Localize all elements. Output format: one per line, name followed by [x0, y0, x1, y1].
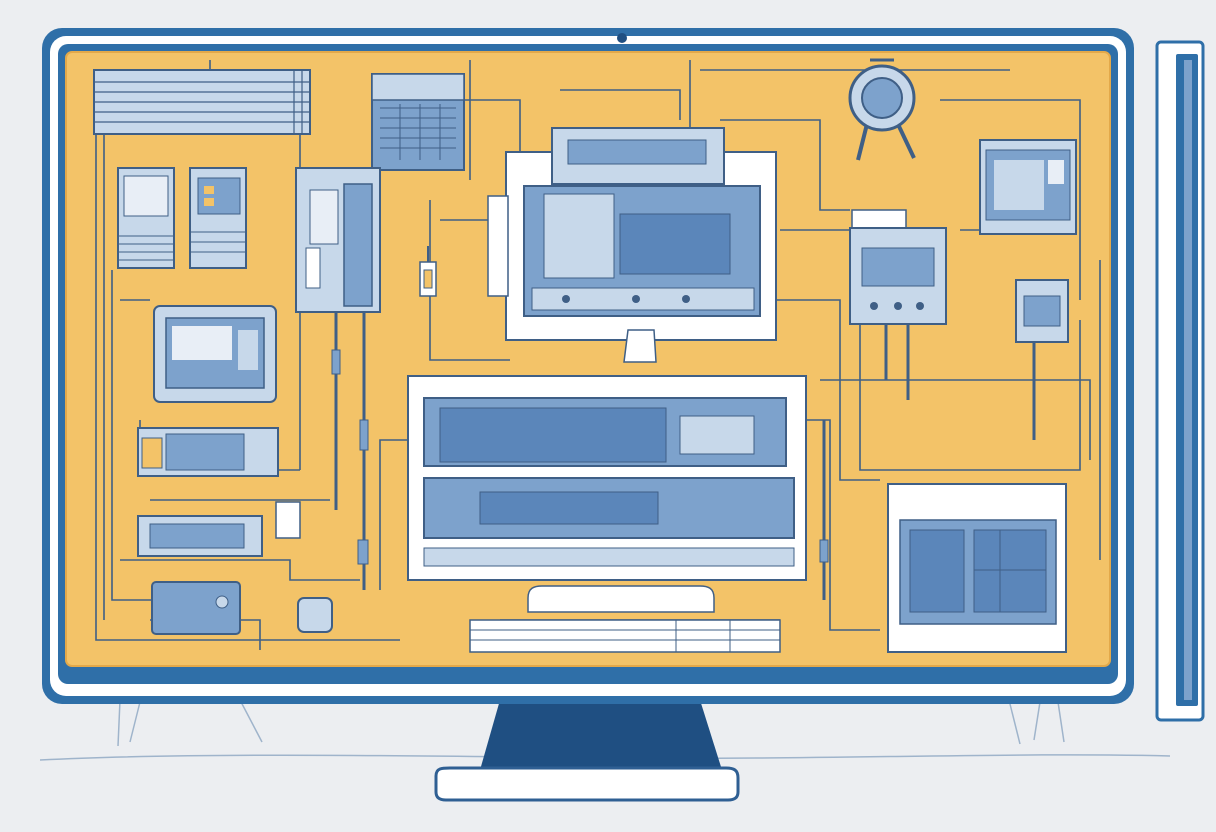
- keyboard: [469, 619, 781, 653]
- central-monitor-upper: [487, 127, 777, 363]
- right-small-device: [1015, 279, 1069, 440]
- meter-device: [849, 209, 947, 400]
- left-tablet: [153, 305, 277, 403]
- right-cable: [819, 420, 829, 600]
- right-lower-monitor: [887, 483, 1067, 653]
- left-box-2: [137, 501, 301, 557]
- right-top-card: [979, 139, 1077, 235]
- magnifier-icon: [848, 58, 916, 161]
- small-connector: [419, 246, 437, 297]
- grid-card: [371, 73, 465, 171]
- left-card-2: [189, 167, 247, 269]
- monitor-stand: [434, 700, 740, 802]
- wires: [95, 60, 1101, 650]
- camera-dot-icon: [617, 33, 627, 43]
- striped-panel: [93, 69, 311, 135]
- left-card-1: [117, 167, 175, 269]
- probe-device: [295, 167, 381, 590]
- left-box-1: [137, 427, 279, 477]
- central-monitor-lower: [407, 375, 807, 613]
- left-box-3: [151, 581, 333, 635]
- side-panel-device: [1155, 40, 1205, 722]
